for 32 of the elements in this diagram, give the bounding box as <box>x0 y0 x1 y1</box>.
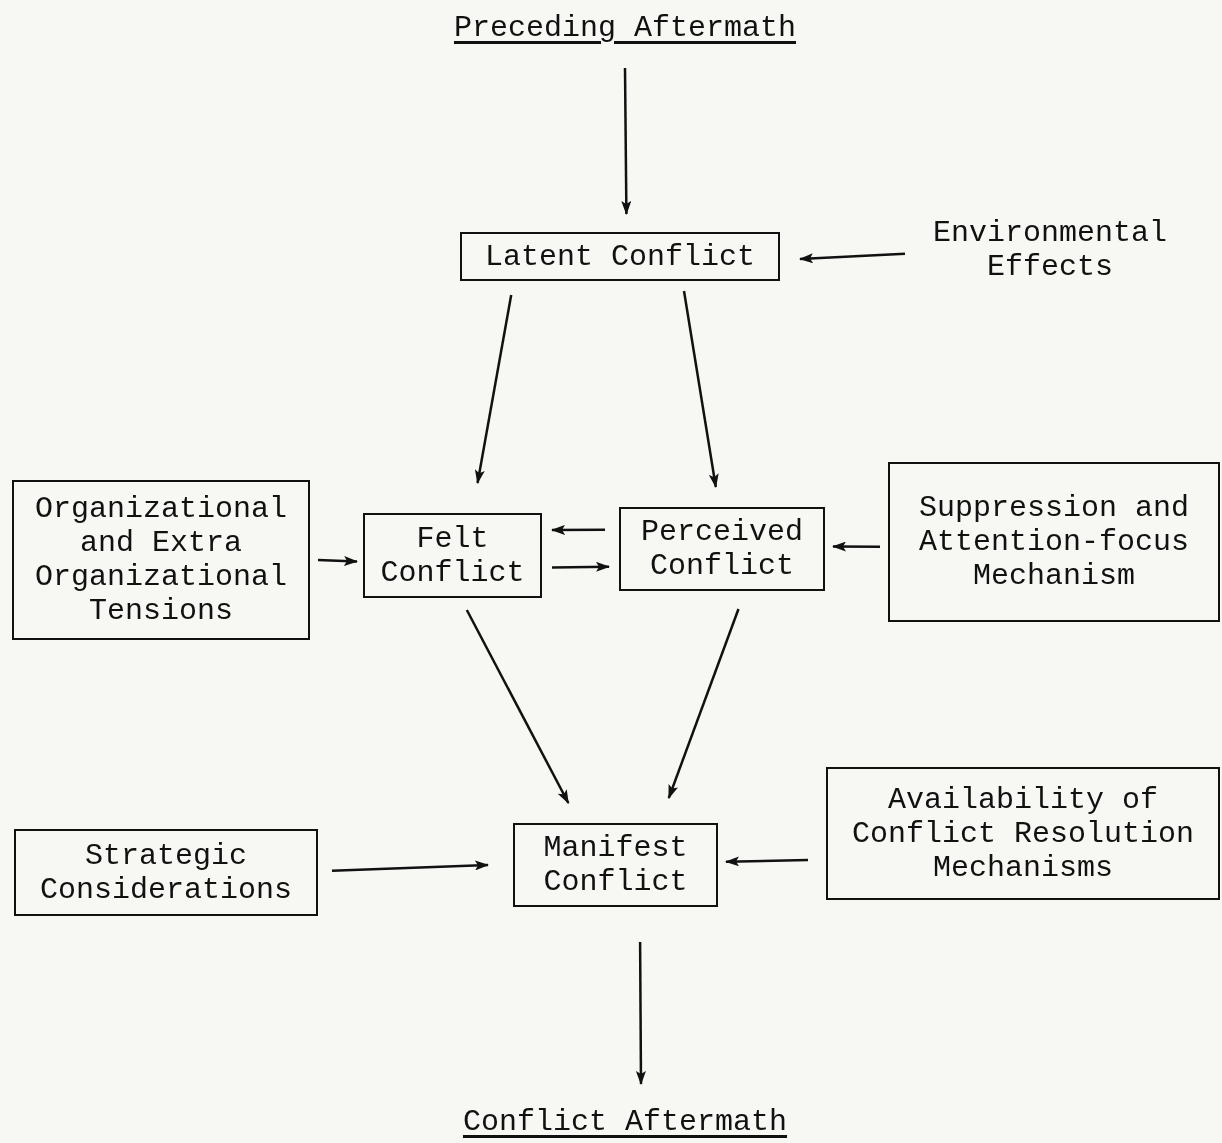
factor-label: Environmental Effects <box>931 216 1168 284</box>
process-box <box>619 507 825 591</box>
box-label: Availability of Conflict Resolution Mechanisms <box>850 782 1196 885</box>
arrow <box>465 609 570 804</box>
arrow <box>317 555 358 566</box>
box-label: Latent Conflict <box>484 239 755 274</box>
box-label: Felt Conflict <box>379 521 526 590</box>
arrow <box>552 561 610 572</box>
stage-heading: Preceding Aftermath <box>453 11 797 45</box>
arrow <box>682 290 719 488</box>
arrow <box>621 68 632 215</box>
box-label: Strategic Considerations <box>38 838 293 907</box>
process-box <box>460 232 780 281</box>
arrow <box>635 942 646 1085</box>
box-label: Suppression and Attention-focus Mechanism <box>917 491 1190 593</box>
arrow <box>667 608 740 799</box>
process-box <box>888 462 1220 622</box>
arrow <box>725 856 809 867</box>
box-label: Perceived Conflict <box>640 515 804 583</box>
process-box <box>12 480 310 640</box>
box-label: Organizational and Extra Organizational Tensions <box>33 492 288 628</box>
arrow <box>474 294 513 484</box>
process-box <box>363 513 542 598</box>
process-box <box>14 829 318 916</box>
arrow <box>832 541 880 552</box>
arrow <box>331 860 489 872</box>
process-box <box>826 767 1220 900</box>
box-label: Manifest Conflict <box>542 831 689 899</box>
process-box <box>513 823 718 907</box>
stage-heading: Conflict Aftermath <box>462 1105 788 1139</box>
arrow <box>799 252 906 264</box>
arrow <box>551 524 605 535</box>
